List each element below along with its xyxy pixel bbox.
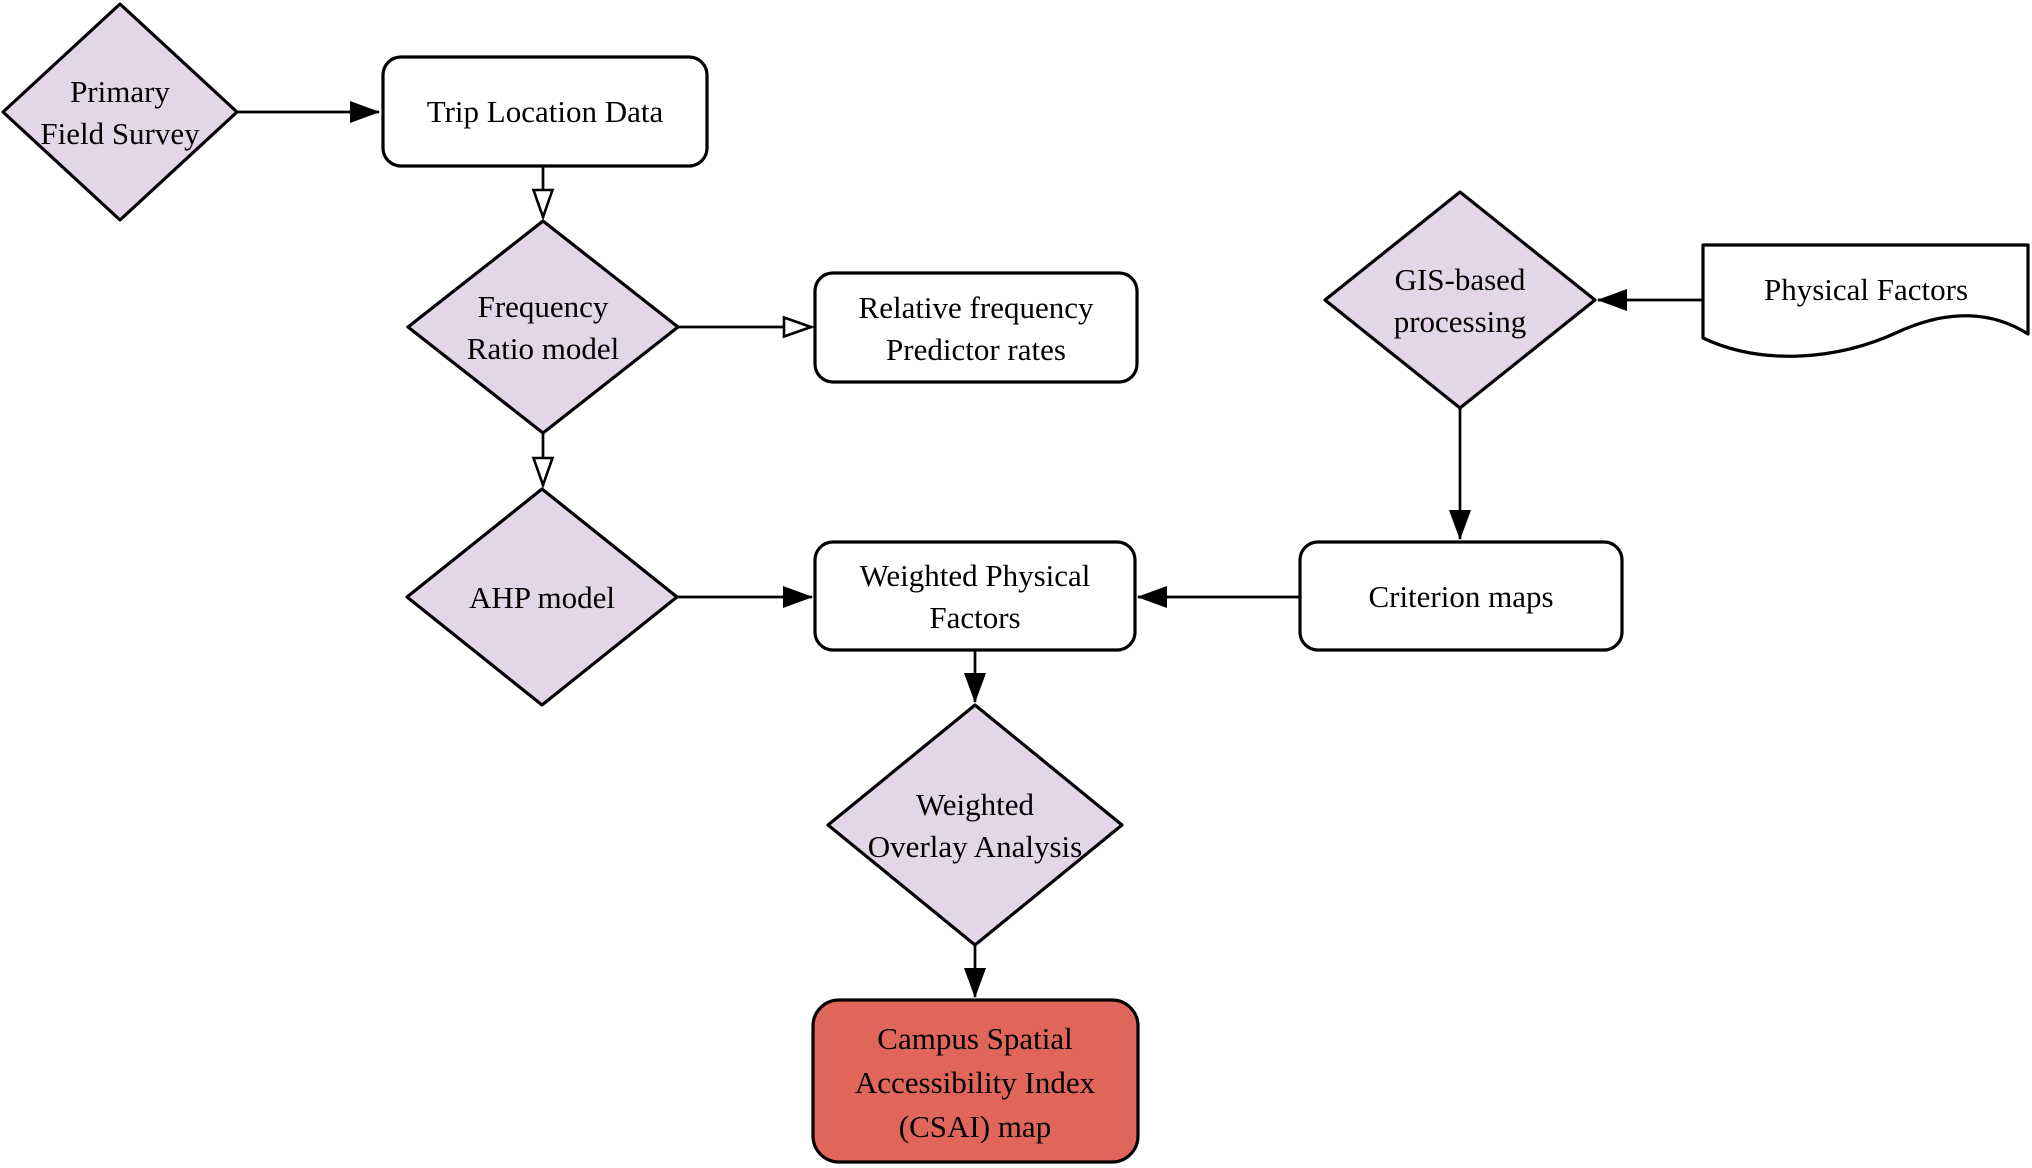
node-physical-factors: Physical Factors: [1701, 243, 2030, 358]
node-gis-processing: GIS-based processing: [1323, 190, 1597, 410]
physical-factors-document: [1701, 243, 2030, 358]
primary-field-survey-label-line2: Field Survey: [40, 116, 200, 151]
gis-processing-diamond: [1323, 190, 1597, 410]
gis-processing-label-line2: processing: [1394, 304, 1527, 339]
node-weighted-physical-factors: Weighted Physical Factors: [813, 540, 1137, 652]
weighted-physical-factors-label-line1: Weighted Physical: [860, 558, 1091, 593]
ahp-model-label: AHP model: [469, 580, 615, 615]
csai-map-label-line1: Campus Spatial: [877, 1021, 1072, 1056]
frequency-ratio-model-label-line1: Frequency: [478, 289, 609, 324]
relative-frequency-label-line2: Predictor rates: [886, 332, 1066, 367]
node-frequency-ratio-model: Frequency Ratio model: [406, 219, 680, 435]
relative-frequency-box: [813, 271, 1139, 384]
criterion-maps-label: Criterion maps: [1368, 579, 1553, 614]
csai-map-label-line3: (CSAI) map: [899, 1109, 1051, 1144]
weighted-overlay-analysis-label-line1: Weighted: [916, 787, 1035, 822]
primary-field-survey-diamond: [1, 2, 239, 222]
trip-location-data-label: Trip Location Data: [427, 94, 664, 129]
weighted-physical-factors-box: [813, 540, 1137, 652]
trip-location-data-box: [381, 55, 709, 168]
weighted-overlay-analysis-label-line2: Overlay Analysis: [868, 829, 1082, 864]
primary-field-survey-label-line1: Primary: [70, 74, 170, 109]
physical-factors-label: Physical Factors: [1764, 272, 1968, 307]
csai-map-label-line2: Accessibility Index: [855, 1065, 1096, 1100]
relative-frequency-label-line1: Relative frequency: [859, 290, 1094, 325]
gis-processing-label-line1: GIS-based: [1395, 262, 1526, 297]
frequency-ratio-model-diamond: [406, 219, 680, 435]
node-relative-frequency: Relative frequency Predictor rates: [813, 271, 1139, 384]
node-criterion-maps: Criterion maps: [1298, 540, 1624, 652]
frequency-ratio-model-label-line2: Ratio model: [467, 331, 619, 366]
ahp-model-diamond: [405, 487, 679, 707]
edges: [237, 101, 1703, 998]
node-trip-location-data: Trip Location Data: [381, 55, 709, 168]
node-primary-field-survey: Primary Field Survey: [1, 2, 239, 222]
csai-map-box: [811, 998, 1140, 1164]
node-ahp-model: AHP model: [405, 487, 679, 707]
weighted-physical-factors-label-line2: Factors: [929, 600, 1020, 635]
weighted-overlay-analysis-diamond: [826, 703, 1124, 947]
node-weighted-overlay-analysis: Weighted Overlay Analysis: [826, 703, 1124, 947]
criterion-maps-box: [1298, 540, 1624, 652]
node-csai-map: Campus Spatial Accessibility Index (CSAI…: [811, 998, 1140, 1164]
